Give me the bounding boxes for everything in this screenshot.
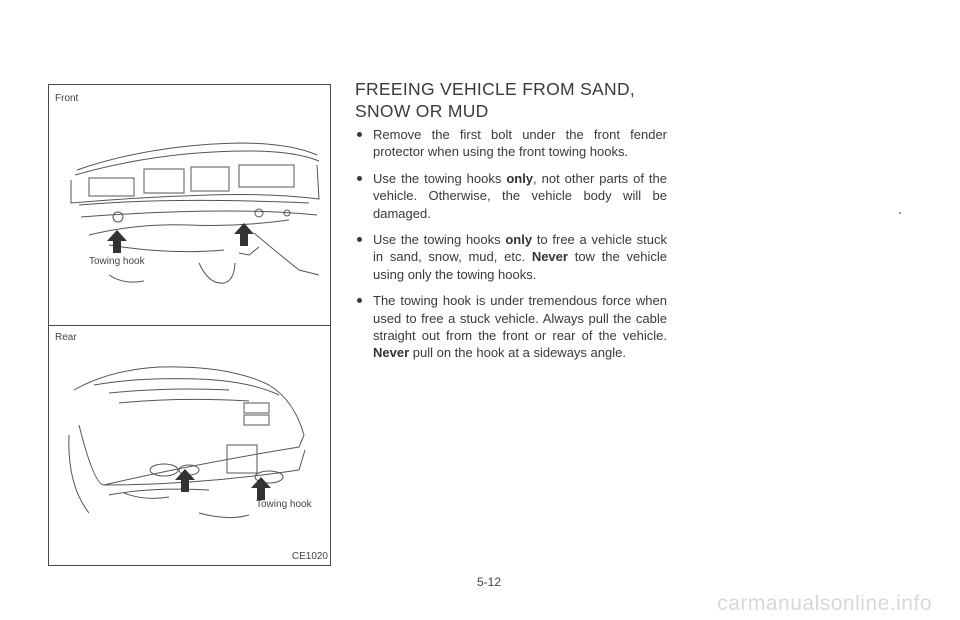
instruction-list: Remove the first bolt under the front fe… bbox=[355, 126, 667, 371]
list-item: The towing hook is under tremendous forc… bbox=[355, 292, 667, 362]
emphasis-text: only bbox=[505, 232, 533, 248]
rear-bumper-illustration bbox=[68, 366, 306, 519]
rear-towing-hook-label: Towing hook bbox=[256, 499, 312, 510]
front-towing-hook-label: Towing hook bbox=[89, 256, 145, 267]
bullet-text: tow the vehicle using only the towing ho… bbox=[373, 249, 667, 282]
bullet-icon bbox=[357, 175, 362, 181]
bullet-text: Use the towing hooks bbox=[373, 170, 507, 186]
bullet-icon bbox=[357, 298, 362, 304]
front-view-label: Front bbox=[55, 93, 79, 104]
scan-speck bbox=[899, 212, 901, 214]
illustration-panel: Front Towing hook Rear bbox=[48, 84, 331, 566]
rear-view-label: Rear bbox=[55, 332, 77, 343]
bullet-text: Use the towing hooks bbox=[373, 232, 506, 248]
list-item: Use the towing hooks only to free a vehi… bbox=[355, 231, 667, 283]
emphasis-text: Never bbox=[373, 345, 410, 361]
bullet-text: Remove the first bolt under the front fe… bbox=[373, 127, 667, 160]
bullet-text: to free a vehicle stuck in sand, snow, m… bbox=[373, 232, 667, 265]
bullet-text: , not other parts of the vehicle. Otherw… bbox=[373, 170, 667, 221]
bullet-icon bbox=[357, 132, 362, 137]
list-item: Remove the first bolt under the front fe… bbox=[355, 126, 667, 161]
figure-code: CE1020 bbox=[291, 551, 328, 562]
figure-divider bbox=[49, 325, 330, 326]
section-title: FREEING VEHICLE FROM SAND, SNOW OR MUD bbox=[355, 78, 675, 122]
bullet-icon bbox=[357, 237, 362, 243]
watermark-text: carmanualsonline.info bbox=[717, 592, 932, 615]
section-title-line2: SNOW OR MUD bbox=[355, 101, 489, 121]
front-bumper-illustration bbox=[70, 142, 320, 284]
emphasis-text: Never bbox=[531, 249, 568, 265]
list-item: Use the towing hooks only, not other par… bbox=[355, 170, 667, 222]
emphasis-text: only bbox=[506, 170, 534, 186]
bullet-text: The towing hook is under tremendous forc… bbox=[373, 293, 667, 344]
section-title-line1: FREEING VEHICLE FROM SAND, bbox=[355, 79, 636, 99]
bullet-text: pull on the hook at a sideways angle. bbox=[409, 345, 626, 361]
page-number: 5-12 bbox=[477, 575, 502, 589]
